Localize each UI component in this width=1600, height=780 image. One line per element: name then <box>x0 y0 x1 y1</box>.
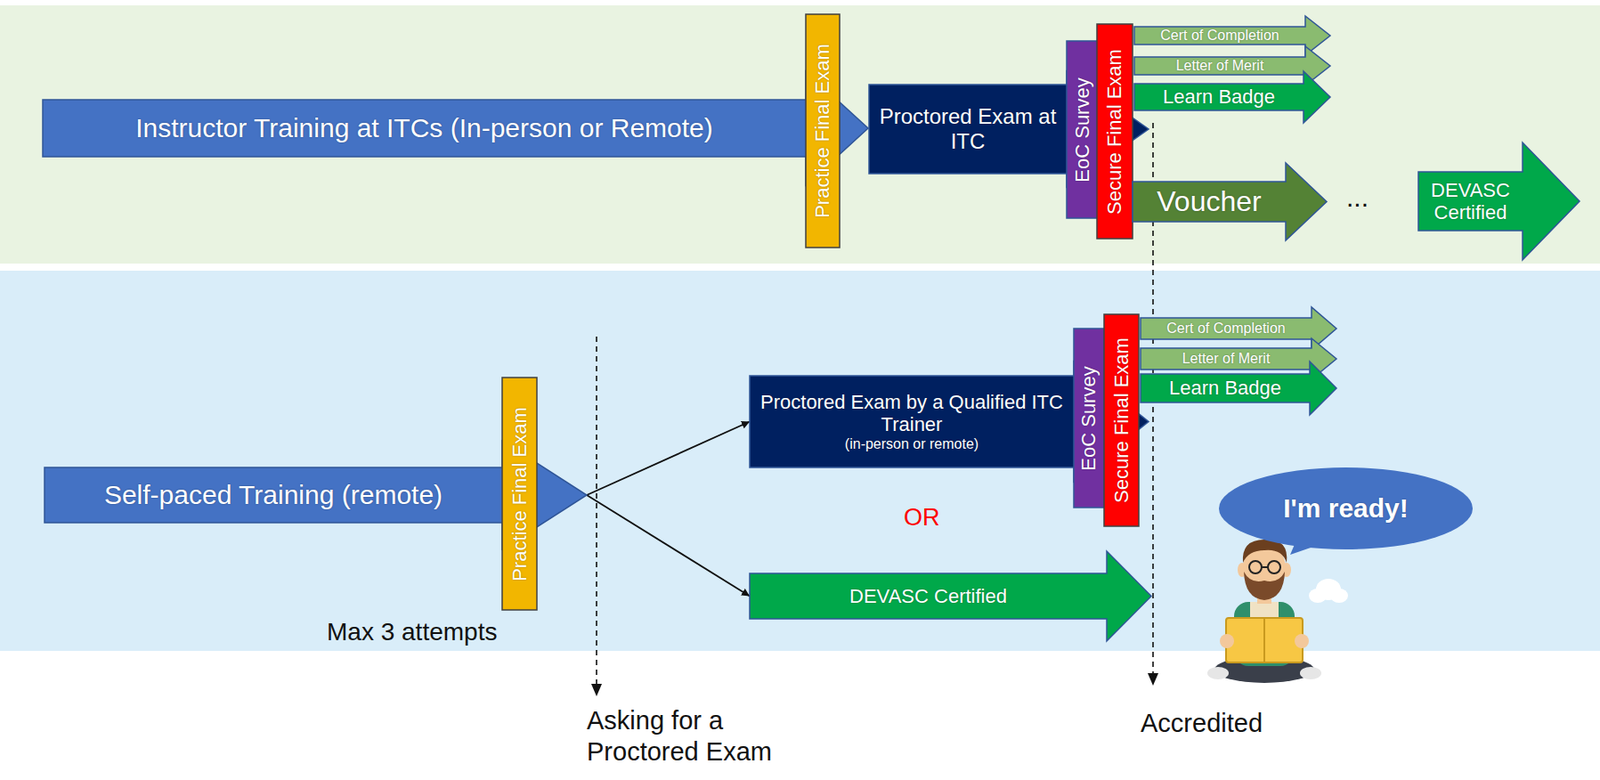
text-area: Letter of Merit <box>1140 348 1312 370</box>
merit-arrow: Letter of Merit <box>1140 338 1337 380</box>
merit-arrow: Letter of Merit <box>1134 46 1331 86</box>
certificate-arrow-outline <box>1140 307 1337 350</box>
certificate-arrow: Cert of Completion <box>1140 307 1337 350</box>
node-label: Learn Badge <box>1162 85 1276 108</box>
badge-arrow: Learn Badge <box>1140 361 1337 415</box>
instructor-band <box>0 5 1600 264</box>
certified-arrow: DEVASC Certified <box>1418 142 1580 260</box>
text-area: Instructor Training at ITCs (In-person o… <box>42 99 806 157</box>
node-label: Cert of Completion <box>1166 320 1285 337</box>
person-part <box>1267 560 1281 574</box>
secure-exam-bar: Secure Final Exam <box>1096 24 1133 239</box>
merit-arrow-outline <box>1134 46 1331 86</box>
badge-arrow: Learn Badge <box>1134 71 1331 123</box>
secure-exam-bar-outline <box>1104 314 1139 527</box>
certificate-arrow-outline <box>1134 16 1331 56</box>
secure-exam-bar: Secure Final Exam <box>1104 314 1139 527</box>
node-label: I'm ready! <box>1283 493 1409 525</box>
text-area: Learn Badge <box>1134 83 1304 111</box>
node-label: Learn Badge <box>1169 376 1282 399</box>
survey-bar-outline <box>1073 328 1105 508</box>
text-area: Self-paced Training (remote) <box>44 467 503 523</box>
survey-bar-outline <box>1066 40 1098 219</box>
vertical-label: Practice Final Exam <box>811 43 834 219</box>
survey-bar: EoC Survey <box>1073 328 1105 508</box>
node-label: Proctored Exam at ITC <box>876 104 1060 154</box>
text-area: Letter of Merit <box>1134 56 1306 75</box>
person-part <box>1219 633 1235 649</box>
badge-arrow-outline <box>1140 361 1337 415</box>
text-area: Voucher <box>1132 181 1286 222</box>
certified-arrow-outline <box>749 551 1152 642</box>
training-arrow-outline <box>42 71 869 186</box>
person-part <box>1263 617 1266 663</box>
secure-exam-bar-outline <box>1096 24 1133 239</box>
person-part <box>1294 633 1309 649</box>
practice-exam-bar-outline <box>502 377 537 610</box>
guide-arrowhead-part <box>1147 673 1159 686</box>
voucher-arrow: Voucher <box>1132 162 1327 241</box>
merit-arrow-outline <box>1140 338 1337 380</box>
dashed-guide-part <box>595 336 598 686</box>
vertical-label: EoC Survey <box>1071 77 1094 182</box>
guide-arrowhead <box>591 673 1159 697</box>
guide-arrowhead-part <box>591 683 602 697</box>
node-label: Proctored Exam by a Qualified ITC Traine… <box>756 390 1067 437</box>
person-part <box>1207 666 1229 680</box>
cloud-part <box>1308 588 1327 603</box>
node-label: DEVASC Certified <box>1425 178 1516 225</box>
node-label: Letter of Merit <box>1176 57 1265 74</box>
speech-bubble: I'm ready! <box>1218 467 1473 550</box>
person-part <box>1226 617 1303 663</box>
person-part <box>1261 566 1268 569</box>
person-part <box>1249 560 1262 574</box>
node-label: Letter of Merit <box>1182 350 1271 367</box>
node-label: DEVASC Certified <box>849 584 1008 608</box>
text-area: Cert of Completion <box>1140 317 1312 340</box>
fork-connector <box>586 422 750 496</box>
text-area: DEVASC Certified <box>1418 171 1523 231</box>
proctored-exam-arrow-outline <box>749 361 1149 482</box>
node-label: Instructor Training at ITCs (In-person o… <box>135 113 714 145</box>
voucher-arrow-outline <box>1132 162 1327 241</box>
or-label: OR <box>903 503 941 532</box>
survey-bar: EoC Survey <box>1066 40 1098 219</box>
practice-exam-bar: Practice Final Exam <box>805 14 840 248</box>
cloud-part <box>1330 588 1349 603</box>
text-area: Cert of Completion <box>1134 26 1306 45</box>
certified-arrow: DEVASC Certified <box>749 551 1152 642</box>
certificate-arrow: Cert of Completion <box>1134 16 1331 56</box>
person-part <box>1299 666 1322 680</box>
text-area: Proctored Exam at ITC <box>869 84 1067 174</box>
attempts-note: Max 3 attempts <box>326 617 497 648</box>
self-paced-band <box>0 270 1600 651</box>
text-area: Proctored Exam by a Qualified ITC Traine… <box>749 375 1074 468</box>
vertical-label: Secure Final Exam <box>1110 337 1133 504</box>
vertical-label: Secure Final Exam <box>1103 48 1126 215</box>
node-label: Cert of Completion <box>1160 27 1279 44</box>
badge-arrow-outline <box>1134 71 1331 123</box>
bubble-outline <box>1218 467 1473 550</box>
person <box>1207 539 1322 683</box>
vertical-label: Practice Final Exam <box>508 406 531 582</box>
practice-exam-bar-outline <box>805 14 840 248</box>
node-sublabel: (in-person or remote) <box>844 436 979 453</box>
proctor-request-note: Asking for a Proctored Exam <box>586 705 821 768</box>
fork-connector <box>586 495 750 597</box>
accredited-note: Accredited <box>1140 707 1263 740</box>
certified-arrow-outline <box>1418 142 1580 260</box>
vertical-label: EoC Survey <box>1077 365 1100 471</box>
ellipsis-label: ... <box>1346 181 1369 214</box>
node-label: Voucher <box>1156 185 1261 219</box>
training-arrow: Instructor Training at ITCs (In-person o… <box>42 71 869 186</box>
practice-exam-bar: Practice Final Exam <box>502 377 537 610</box>
text-area: DEVASC Certified <box>749 573 1107 619</box>
person-part <box>1243 571 1285 601</box>
text-area: Learn Badge <box>1140 373 1310 403</box>
node-label: Self-paced Training (remote) <box>104 479 443 512</box>
text-area: I'm ready! <box>1218 467 1473 550</box>
